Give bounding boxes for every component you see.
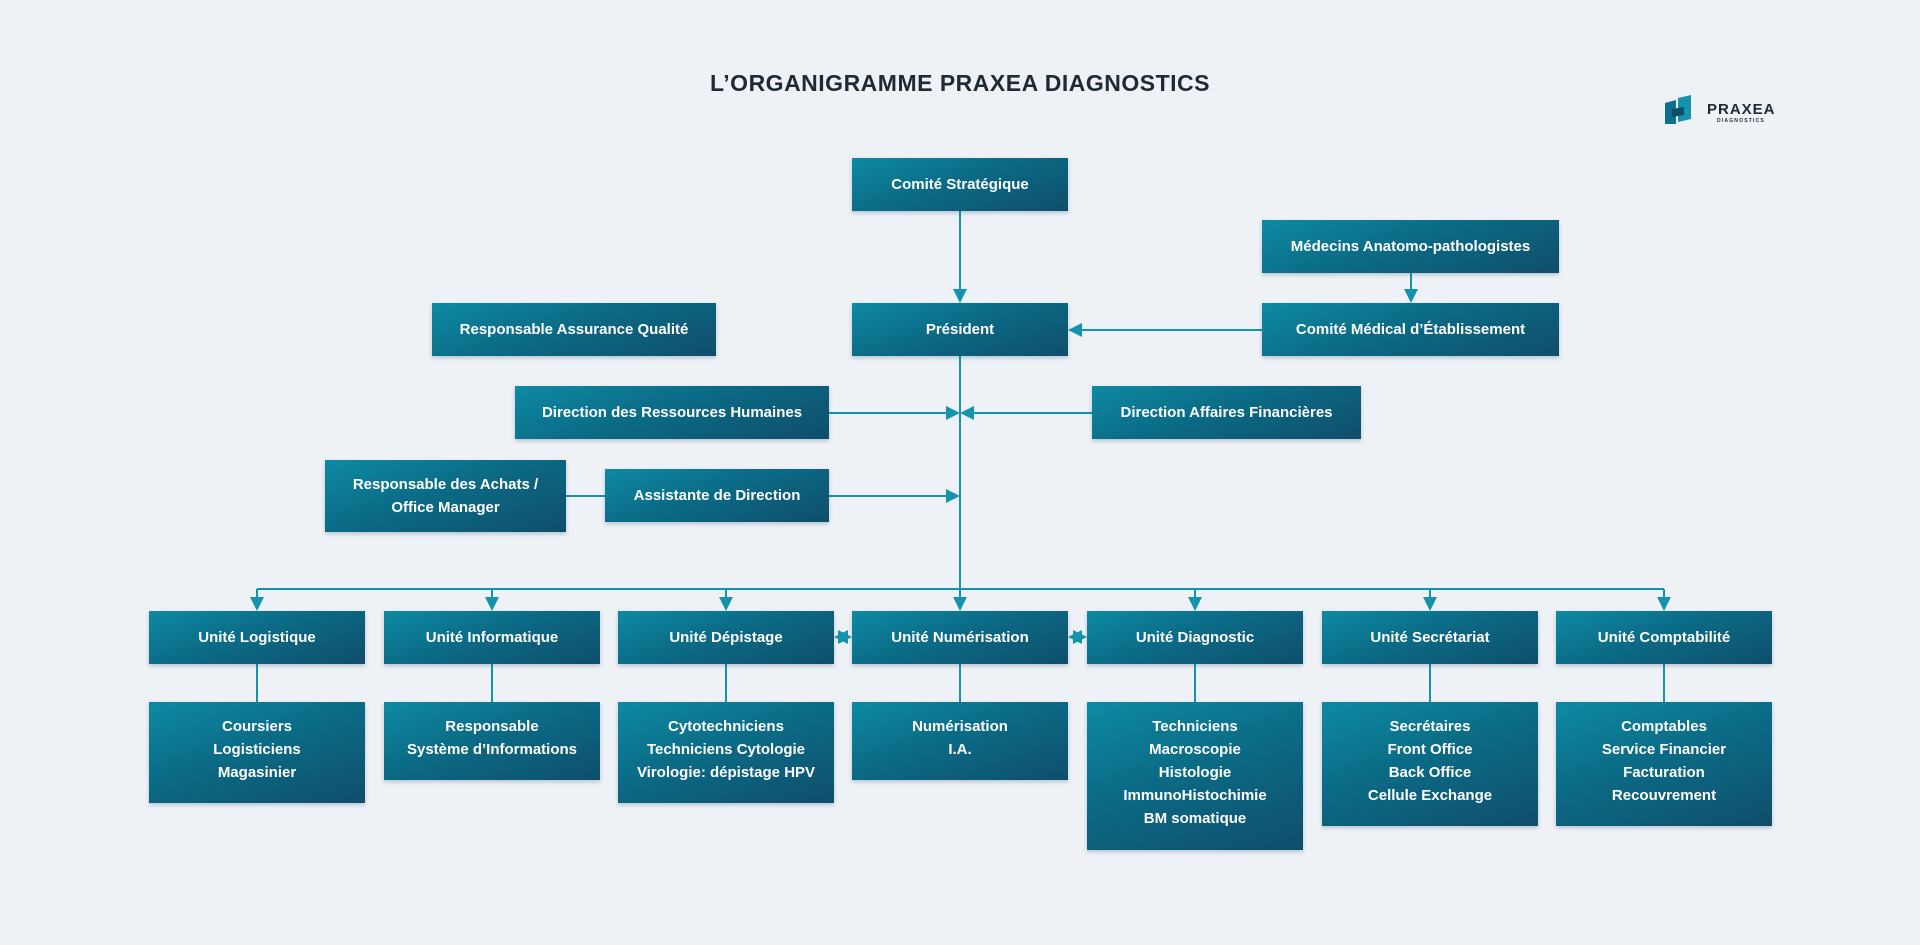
arrow-head-icon xyxy=(250,597,264,611)
node-medecins: Médecins Anatomo-pathologistes xyxy=(1262,220,1559,273)
unit-staff-item: BM somatique xyxy=(1143,810,1247,827)
unit-staff-item: Techniciens Cytologie xyxy=(646,741,806,758)
node-comite-medical: Comité Médical d’Établissement xyxy=(1262,303,1559,356)
unit-staff-item: Magasinier xyxy=(217,764,297,781)
unit-box: Unité Informatique xyxy=(384,611,600,664)
unit-staff-item: Numérisation xyxy=(912,718,1008,735)
unit-staff-item: Responsable xyxy=(445,718,539,735)
unit-staff-item: Recouvrement xyxy=(1611,787,1717,804)
arrow-head-icon xyxy=(1657,597,1671,611)
unit-box: Unité Logistique xyxy=(149,611,365,664)
arrow-head-icon xyxy=(1068,630,1082,644)
arrow-head-icon xyxy=(838,630,852,644)
unit-box: Unité Comptabilité xyxy=(1556,611,1772,664)
arrow-head-icon xyxy=(1068,323,1082,337)
unit-box: Unité Numérisation xyxy=(852,611,1068,664)
unit-staff-item: Système d’Informations xyxy=(406,741,578,758)
unit-staff-item: Comptables xyxy=(1621,718,1707,735)
unit-staff-item: Cellule Exchange xyxy=(1367,787,1493,804)
unit-staff-item: Facturation xyxy=(1623,764,1705,781)
unit-staff-item: Macroscopie xyxy=(1149,741,1241,758)
node-comite-strategique: Comité Stratégique xyxy=(852,158,1068,211)
arrow-head-icon xyxy=(953,289,967,303)
unit-staff-item: Virologie: dépistage HPV xyxy=(636,764,816,781)
node-assistante-direction: Assistante de Direction xyxy=(605,469,829,522)
arrow-head-icon xyxy=(960,406,974,420)
node-affaires-financieres: Direction Affaires Financières xyxy=(1092,386,1361,439)
node-ressources-humaines: Direction des Ressources Humaines xyxy=(515,386,829,439)
arrow-head-icon xyxy=(953,597,967,611)
unit-staff-item: Front Office xyxy=(1387,741,1473,758)
logo-name: PRAXEA xyxy=(1707,101,1776,118)
arrow-head-icon xyxy=(946,406,960,420)
node-president: Président xyxy=(852,303,1068,356)
unit-box: Unité Dépistage xyxy=(618,611,834,664)
arrow-head-icon xyxy=(485,597,499,611)
node-assurance-qualite: Responsable Assurance Qualité xyxy=(432,303,716,356)
unit-staff-item: Cytotechniciens xyxy=(668,718,784,735)
unit-staff-item: Techniciens xyxy=(1152,718,1238,735)
arrow-head-icon xyxy=(1188,597,1202,611)
unit-staff-item: I.A. xyxy=(948,741,972,758)
unit-staff-item: Back Office xyxy=(1388,764,1472,781)
arrow-head-icon xyxy=(946,489,960,503)
node-achats-line: Office Manager xyxy=(391,499,500,516)
arrow-head-icon xyxy=(1404,289,1418,303)
node-achats: Responsable des Achats / Office Manager xyxy=(325,460,566,532)
arrow-head-icon xyxy=(1423,597,1437,611)
unit-box: Unité Secrétariat xyxy=(1322,611,1538,664)
unit-staff-item: Histologie xyxy=(1158,764,1232,781)
unit-staff-item: Logisticiens xyxy=(213,741,301,758)
arrow-head-icon xyxy=(719,597,733,611)
praxea-logo: PRAXEA DIAGNOSTICS xyxy=(1662,93,1775,129)
logo-subtitle: DIAGNOSTICS xyxy=(1717,118,1765,124)
unit-staff-item: Secrétaires xyxy=(1389,718,1471,735)
node-achats-line: Responsable des Achats / xyxy=(352,476,539,493)
unit-box: Unité Diagnostic xyxy=(1087,611,1303,664)
unit-staff-item: Coursiers xyxy=(221,718,293,735)
unit-staff-item: Service Financier xyxy=(1601,741,1727,758)
arrow-head-icon xyxy=(834,630,848,644)
praxea-logo-icon xyxy=(1665,95,1691,124)
unit-staff-item: ImmunoHistochimie xyxy=(1123,787,1267,804)
arrow-head-icon xyxy=(1073,630,1087,644)
page-title: L’ORGANIGRAMME PRAXEA DIAGNOSTICS xyxy=(710,70,1210,96)
